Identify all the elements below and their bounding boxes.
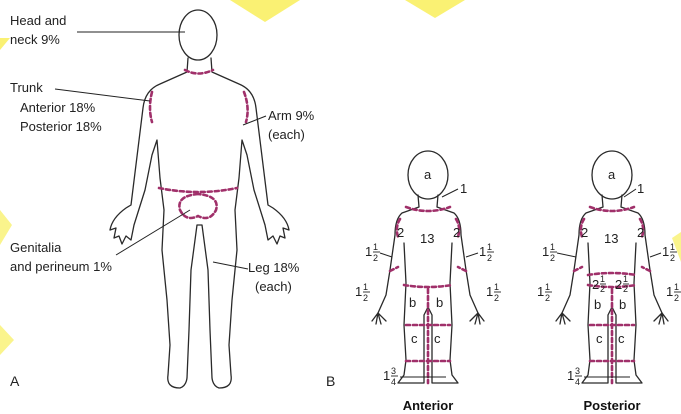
foot-denominator: 4 bbox=[391, 377, 396, 387]
anterior-trunk-13: 13 bbox=[420, 231, 434, 246]
genitalia-label: Genitalia and perineum 1% bbox=[10, 240, 112, 274]
left-buttock-den: 2 bbox=[600, 284, 605, 294]
anterior-head-a: a bbox=[424, 167, 432, 182]
trunk-anterior: Anterior 18% bbox=[20, 100, 96, 115]
posterior-foot-fraction: 1 3 4 bbox=[567, 366, 582, 387]
posterior-right-thigh: b bbox=[619, 297, 626, 312]
leg-line-1: Leg 18% bbox=[248, 260, 300, 275]
foot-whole: 1 bbox=[383, 368, 390, 383]
right-buttock-num: 1 bbox=[623, 274, 628, 284]
anterior-right-thigh: b bbox=[436, 295, 443, 310]
head-neck-line-1: Head and bbox=[10, 13, 66, 28]
foot-numerator: 3 bbox=[575, 366, 580, 376]
child-posterior-figure: a 1 13 2 2 2 1 2 2 1 2 b b c c 1 3 bbox=[537, 151, 681, 387]
panel-letter-b: B bbox=[326, 373, 335, 389]
posterior-left-buttock: 2 1 2 bbox=[592, 274, 606, 294]
posterior-right-lower-leg: c bbox=[618, 331, 625, 346]
posterior-caption: Posterior bbox=[583, 398, 640, 413]
leg-label: Leg 18% (each) bbox=[248, 260, 300, 294]
anterior-left-lower-leg: c bbox=[411, 331, 418, 346]
posterior-right-upper-arm: 2 bbox=[637, 225, 644, 240]
posterior-neck-1: 1 bbox=[637, 181, 644, 196]
trunk-posterior: Posterior 18% bbox=[20, 119, 102, 134]
head-neck-label: Head and neck 9% bbox=[10, 13, 66, 47]
foot-whole: 1 bbox=[567, 368, 574, 383]
leg-line-2: (each) bbox=[255, 279, 292, 294]
trunk-label: Trunk Anterior 18% Posterior 18% bbox=[10, 80, 102, 134]
foot-numerator: 3 bbox=[391, 366, 396, 376]
arm-line-2: (each) bbox=[268, 127, 305, 142]
anterior-caption: Anterior bbox=[403, 398, 454, 413]
anterior-left-upper-arm: 2 bbox=[397, 225, 404, 240]
panel-letter-a: A bbox=[10, 373, 20, 389]
anterior-right-lower-leg: c bbox=[434, 331, 441, 346]
posterior-left-upper-arm: 2 bbox=[581, 225, 588, 240]
anterior-foot-fraction: 1 3 4 bbox=[383, 366, 398, 387]
anterior-left-thigh: b bbox=[409, 295, 416, 310]
anterior-right-upper-arm: 2 bbox=[453, 225, 460, 240]
genitalia-line-2: and perineum 1% bbox=[10, 259, 112, 274]
posterior-right-buttock: 2 1 2 bbox=[615, 274, 629, 294]
left-buttock-num: 1 bbox=[600, 274, 605, 284]
head-neck-line-2: neck 9% bbox=[10, 32, 60, 47]
posterior-trunk-13: 13 bbox=[604, 231, 618, 246]
foot-denominator: 4 bbox=[575, 377, 580, 387]
adult-figure bbox=[110, 10, 289, 388]
right-buttock-den: 2 bbox=[623, 284, 628, 294]
posterior-left-thigh: b bbox=[594, 297, 601, 312]
right-buttock-2: 2 bbox=[615, 277, 622, 292]
trunk-title: Trunk bbox=[10, 80, 43, 95]
arm-line-1: Arm 9% bbox=[268, 108, 315, 123]
anterior-neck-1: 1 bbox=[460, 181, 467, 196]
posterior-head-a: a bbox=[608, 167, 616, 182]
posterior-left-lower-leg: c bbox=[596, 331, 603, 346]
left-buttock-2: 2 bbox=[592, 277, 599, 292]
genitalia-line-1: Genitalia bbox=[10, 240, 62, 255]
watermark-shapes bbox=[0, 0, 681, 355]
arm-label: Arm 9% (each) bbox=[268, 108, 315, 142]
child-anterior-figure: a 1 13 2 2 b b c c 1 3 4 bbox=[355, 151, 501, 387]
